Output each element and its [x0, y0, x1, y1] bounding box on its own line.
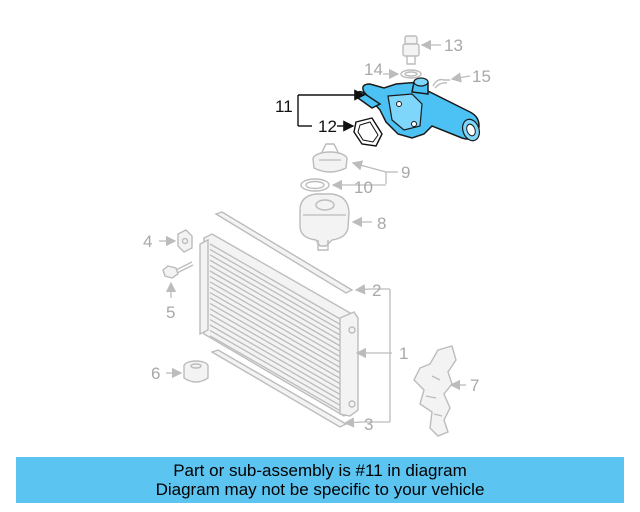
callout-2: 2	[372, 281, 381, 300]
air-deflector-part-7[interactable]: 7	[413, 345, 479, 437]
radiator-fin-line	[209, 329, 343, 407]
upper-seal-strip-part-2[interactable]: 2	[214, 211, 391, 422]
flange-gasket-part-12[interactable]	[353, 117, 383, 147]
callout-7: 7	[470, 376, 479, 395]
callout-8: 8	[377, 214, 386, 233]
coolant-flange-part-11[interactable]	[356, 77, 483, 143]
mount-bracket-part-4[interactable]: 4	[143, 229, 193, 253]
callout-11: 11	[275, 97, 293, 116]
radiator-fin-line	[209, 313, 343, 391]
retaining-clip-part-15[interactable]: 15	[432, 67, 491, 89]
rubber-mount-part-6[interactable]: 6	[151, 360, 209, 383]
radiator-fin-line	[209, 308, 343, 386]
bleed-screw-part-13[interactable]: 13	[402, 35, 463, 65]
radiator-fin-line	[209, 335, 343, 413]
radiator-fin-line	[209, 286, 343, 364]
banner-line-part-number: Part or sub-assembly is #11 in diagram	[173, 461, 467, 480]
bolt-part-5[interactable]: 5	[162, 261, 194, 322]
callout-6: 6	[151, 364, 160, 383]
radiator-fin-line	[209, 243, 343, 321]
reservoir-cap-part-9[interactable]: 9	[312, 143, 410, 184]
callout-4: 4	[143, 232, 152, 251]
radiator-fin-line	[209, 281, 343, 359]
callout-15: 15	[472, 67, 491, 86]
callout-10: 10	[354, 178, 373, 197]
radiator-fin-line	[209, 275, 343, 353]
radiator-fin-line	[209, 292, 343, 370]
radiator-fins	[209, 243, 343, 413]
radiator-fin-line	[209, 324, 343, 402]
expansion-tank-part-8[interactable]: 8	[299, 193, 386, 251]
radiator-fin-line	[209, 297, 343, 375]
callout-3: 3	[364, 415, 373, 434]
callout-14: 14	[364, 60, 383, 79]
radiator-fin-line	[209, 270, 343, 348]
part-info-banner: Part or sub-assembly is #11 in diagram D…	[16, 457, 624, 503]
radiator-fin-line	[209, 319, 343, 397]
radiator-fin-line	[209, 259, 343, 337]
callout-bracket-11-12: 11 12	[275, 89, 366, 136]
callout-1: 1	[399, 344, 408, 363]
cap-seal-part-10[interactable]: 10	[300, 178, 386, 197]
callout-12: 12	[318, 117, 337, 136]
o-ring-part-14[interactable]: 14	[364, 60, 422, 80]
radiator-fin-line	[209, 254, 343, 332]
banner-line-disclaimer: Diagram may not be specific to your vehi…	[155, 480, 485, 499]
parts-diagram: 13 14 15 11 12	[143, 35, 491, 437]
callout-5: 5	[166, 303, 175, 322]
radiator-fin-line	[209, 265, 343, 343]
radiator-fin-line	[209, 248, 343, 326]
radiator-fin-line	[209, 302, 343, 380]
callout-13: 13	[444, 36, 463, 55]
callout-9: 9	[401, 163, 410, 182]
radiator-part-1[interactable]: 1	[199, 233, 408, 417]
lower-seal-strip-part-3[interactable]: 3	[210, 349, 390, 434]
